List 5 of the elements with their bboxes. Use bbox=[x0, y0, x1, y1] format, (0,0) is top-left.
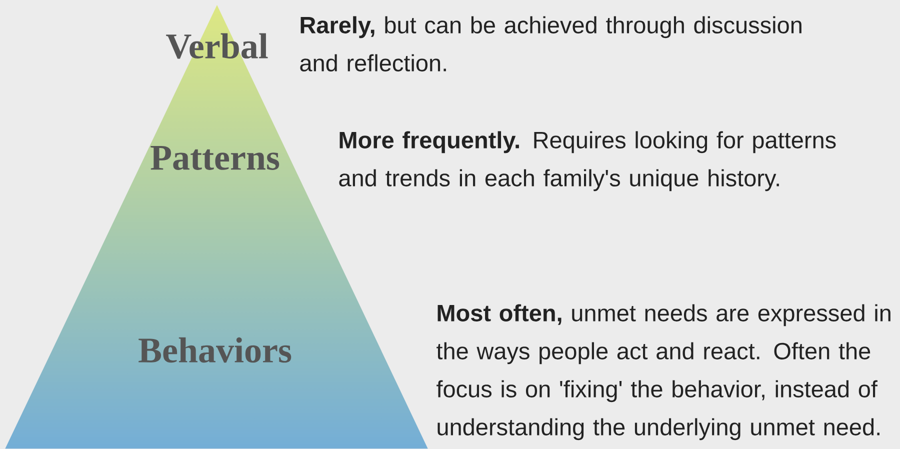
description-text: Most often, unmet needs are expressed in the ways people act and react. Often the focus is on 'fixing' the behavior, instead of understanding the underlying unmet need. bbox=[436, 304, 890, 440]
description-text: More frequently. Requires looking for patterns and trends in each family's unique history. bbox=[339, 131, 836, 192]
description-text: Rarely, but can be achieved through discussion and reflection. bbox=[300, 16, 802, 72]
layer-label: Patterns bbox=[150, 146, 280, 170]
layer-label: Behaviors bbox=[138, 337, 292, 363]
